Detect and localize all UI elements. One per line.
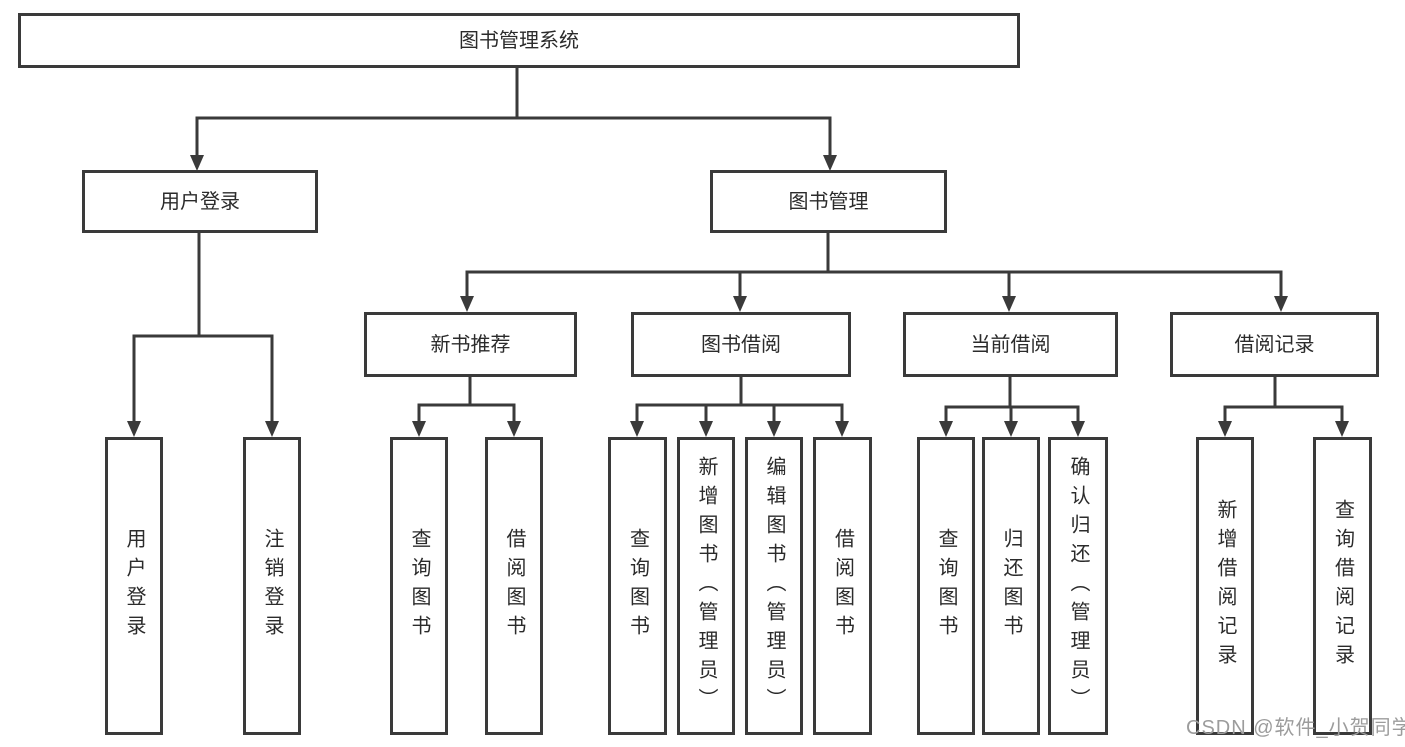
- arrowhead-icon: [939, 421, 953, 437]
- node-current-borrow: 当前借阅: [903, 312, 1118, 377]
- watermark: CSDN @软件_小贺同学: [1186, 717, 1405, 739]
- connector-book-management: [460, 233, 1288, 312]
- leaf-borrow-book: 借阅图书: [813, 437, 872, 735]
- leaf-logout: 注销登录: [243, 437, 301, 735]
- leaf-borrow-book-recommend: 借阅图书: [485, 437, 543, 735]
- connector-current-borrow: [939, 377, 1085, 437]
- leaf-confirm-return-admin: 确认归还（管理员）: [1048, 437, 1108, 735]
- arrowhead-icon: [1274, 296, 1288, 312]
- arrowhead-icon: [265, 421, 279, 437]
- leaf-query-book-borrow: 查询图书: [608, 437, 667, 735]
- connector-new-book-recommend: [412, 377, 521, 437]
- node-book-borrow: 图书借阅: [631, 312, 851, 377]
- connector-user-login: [127, 233, 279, 437]
- arrowhead-icon: [412, 421, 426, 437]
- leaf-user-login: 用户登录: [105, 437, 163, 735]
- leaf-query-book-current: 查询图书: [917, 437, 975, 735]
- arrowhead-icon: [1004, 421, 1018, 437]
- leaf-add-book-admin: 新增图书（管理员）: [677, 437, 735, 735]
- node-borrow-records: 借阅记录: [1170, 312, 1379, 377]
- leaf-add-borrow-record: 新增借阅记录: [1196, 437, 1254, 735]
- node-root: 图书管理系统: [18, 13, 1020, 68]
- arrowhead-icon: [127, 421, 141, 437]
- arrowhead-icon: [190, 155, 204, 171]
- leaf-edit-book-admin: 编辑图书（管理员）: [745, 437, 803, 735]
- arrowhead-icon: [733, 296, 747, 312]
- arrowhead-icon: [630, 421, 644, 437]
- arrowhead-icon: [767, 421, 781, 437]
- connector-book-borrow: [630, 377, 849, 437]
- arrowhead-icon: [835, 421, 849, 437]
- arrowhead-icon: [1002, 296, 1016, 312]
- connector-borrow-records: [1218, 377, 1349, 437]
- arrowhead-icon: [1071, 421, 1085, 437]
- arrowhead-icon: [460, 296, 474, 312]
- arrowhead-icon: [1218, 421, 1232, 437]
- arrowhead-icon: [507, 421, 521, 437]
- node-user-login: 用户登录: [82, 170, 318, 233]
- leaf-query-book-recommend: 查询图书: [390, 437, 448, 735]
- arrowhead-icon: [1335, 421, 1349, 437]
- node-book-management: 图书管理: [710, 170, 947, 233]
- leaf-return-book: 归还图书: [982, 437, 1040, 735]
- arrowhead-icon: [699, 421, 713, 437]
- connector-root: [190, 68, 837, 171]
- leaf-query-borrow-record: 查询借阅记录: [1313, 437, 1372, 735]
- node-new-book-recommend: 新书推荐: [364, 312, 577, 377]
- arrowhead-icon: [823, 155, 837, 171]
